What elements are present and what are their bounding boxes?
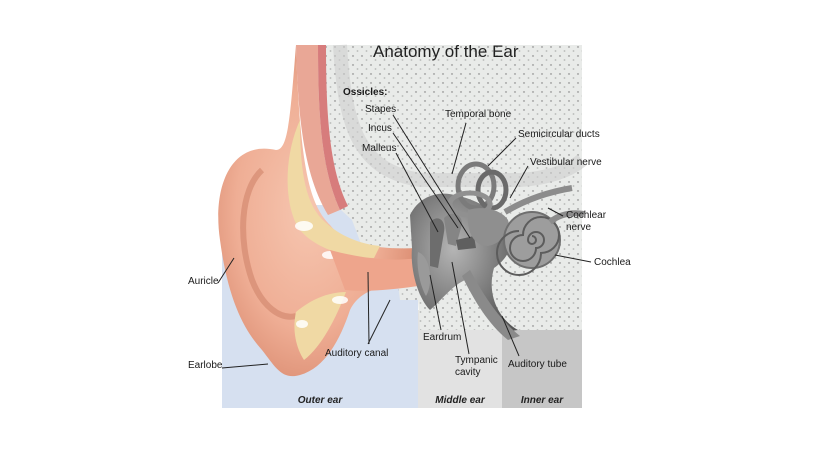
vestibule bbox=[467, 208, 509, 246]
ossicles-heading: Ossicles: bbox=[343, 87, 388, 98]
highlight bbox=[332, 296, 348, 304]
cochlea-spiral bbox=[496, 216, 560, 276]
label-vestibular-nerve: Vestibular nerve bbox=[530, 157, 602, 168]
cochlear-nerve-shape bbox=[548, 210, 585, 225]
label-stapes: Stapes bbox=[365, 104, 397, 115]
label-cochlear-nerve-line2: nerve bbox=[566, 222, 592, 233]
scalp-layer bbox=[296, 45, 340, 215]
region-outer-ear-label: Outer ear bbox=[297, 395, 343, 406]
label-temporal-bone: Temporal bone bbox=[445, 109, 512, 120]
leader-lines bbox=[217, 114, 592, 369]
highlight bbox=[295, 221, 313, 231]
label-malleus: Malleus bbox=[362, 143, 397, 154]
auditory-canal-shape bbox=[330, 250, 418, 291]
diagram-title: Anatomy of the Ear bbox=[373, 42, 519, 61]
label-tympanic-line2: cavity bbox=[455, 367, 481, 378]
label-cochlea: Cochlea bbox=[594, 257, 631, 268]
inner-ear-region bbox=[502, 330, 582, 408]
auricle-shape bbox=[218, 45, 418, 377]
region-inner-ear-label: Inner ear bbox=[520, 395, 564, 406]
highlight bbox=[296, 320, 308, 328]
label-auditory-tube: Auditory tube bbox=[508, 359, 567, 370]
stapes-shape bbox=[456, 236, 476, 250]
label-auricle: Auricle bbox=[188, 276, 219, 287]
auricle-fold bbox=[240, 167, 297, 320]
semicircular-duct bbox=[455, 161, 497, 211]
scalp-inner-layer bbox=[318, 45, 348, 210]
label-tympanic-line1: Tympanic bbox=[455, 355, 498, 366]
malleus-shape bbox=[430, 218, 445, 268]
vestibular-nerve-shape bbox=[503, 185, 573, 215]
region-middle-ear-label: Middle ear bbox=[435, 395, 485, 406]
incus-shape bbox=[444, 213, 462, 246]
label-auditory-canal: Auditory canal bbox=[325, 348, 389, 359]
eardrum-shape bbox=[417, 252, 431, 296]
semicircular-duct bbox=[475, 169, 509, 211]
label-earlobe: Earlobe bbox=[188, 360, 223, 371]
auditory-tube-shape bbox=[462, 270, 520, 340]
cochlea-shape bbox=[503, 211, 561, 269]
skull-surface bbox=[333, 44, 587, 187]
label-semicircular-ducts: Semicircular ducts bbox=[518, 129, 600, 140]
label-cochlear-nerve-line1: Cochlear bbox=[566, 210, 607, 221]
lobe-cartilage bbox=[294, 292, 346, 360]
label-incus: Incus bbox=[368, 123, 392, 134]
label-eardrum: Eardrum bbox=[423, 332, 462, 343]
